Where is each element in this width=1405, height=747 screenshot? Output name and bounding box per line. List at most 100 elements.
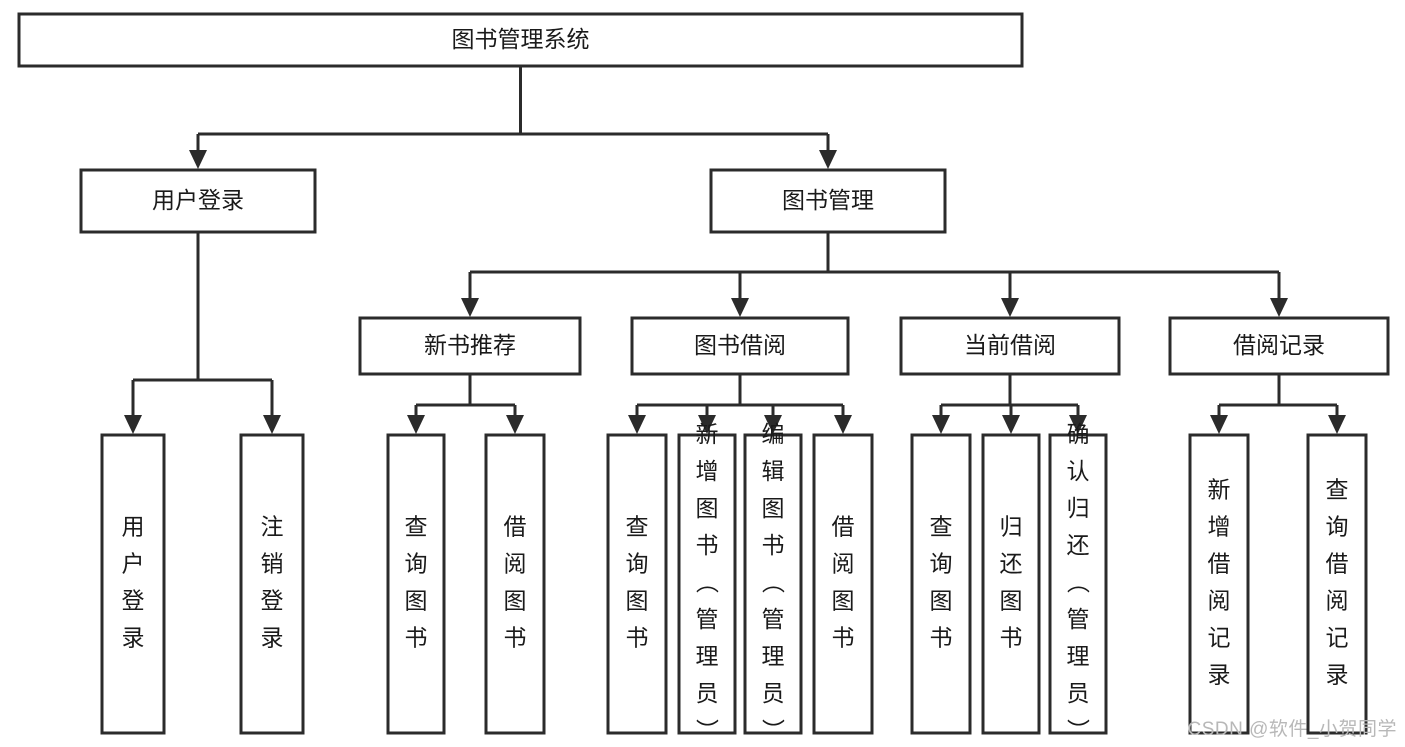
node-label-leaf-add-book-char-7: 员 xyxy=(696,680,719,706)
node-box-leaf-query-book-2 xyxy=(606,433,668,735)
node-box-book-manage xyxy=(709,168,947,234)
node-label-leaf-user-login-char-3: 录 xyxy=(122,625,145,651)
node-label-leaf-query-book-1-char-0: 查 xyxy=(405,514,428,540)
node-label-leaf-add-borrow-record-char-0: 新 xyxy=(1208,477,1231,503)
node-label-leaf-query-book-2-char-1: 询 xyxy=(626,551,649,577)
arrow-head-leaf-query-borrow-record xyxy=(1328,415,1346,434)
node-label-leaf-borrow-book-2-char-2: 图 xyxy=(832,588,855,614)
node-label-leaf-edit-book-char-7: 员 xyxy=(762,680,785,706)
node-label-leaf-return-book-char-2: 图 xyxy=(1000,588,1023,614)
node-label-leaf-edit-book-char-2: 图 xyxy=(762,495,785,521)
node-label-leaf-return-book-char-1: 还 xyxy=(1000,551,1023,577)
node-box-leaf-borrow-book-1 xyxy=(484,433,546,735)
node-label-leaf-user-logout-char-0: 注 xyxy=(261,514,284,540)
node-box-leaf-add-book xyxy=(677,433,737,735)
connector-group-current-borrow xyxy=(932,374,1087,434)
node-box-leaf-query-book-3 xyxy=(910,433,972,735)
node-label-leaf-query-book-2-char-0: 查 xyxy=(626,514,649,540)
node-label-leaf-user-login-char-2: 登 xyxy=(122,588,145,614)
arrow-head-borrow-record xyxy=(1270,298,1288,317)
connector-layer xyxy=(124,66,1346,434)
node-label-leaf-query-borrow-record-char-5: 录 xyxy=(1326,662,1349,688)
node-box-root xyxy=(17,12,1024,68)
node-label-leaf-user-logout-char-3: 录 xyxy=(261,625,284,651)
node-label-leaf-edit-book-char-1: 辑 xyxy=(762,458,785,484)
node-label-leaf-user-logout-char-2: 登 xyxy=(261,588,284,614)
node-label-leaf-add-book-char-5: 管 xyxy=(696,606,719,632)
node-label-leaf-query-borrow-record-char-1: 询 xyxy=(1326,514,1349,540)
node-label-leaf-add-borrow-record-char-4: 记 xyxy=(1208,625,1231,651)
node-new-book-recommend[interactable]: 新书推荐 xyxy=(358,316,582,376)
arrow-head-book-borrow xyxy=(731,298,749,317)
node-label-borrow-record: 借阅记录 xyxy=(1233,332,1325,358)
arrow-head-leaf-add-borrow-record xyxy=(1210,415,1228,434)
arrow-head-leaf-return-book xyxy=(1002,415,1020,434)
watermark-label: CSDN @软件_小贺同学 xyxy=(1187,719,1397,740)
node-label-leaf-borrow-book-2-char-0: 借 xyxy=(832,514,855,540)
node-label-leaf-add-book-char-8: ） xyxy=(694,719,720,742)
node-label-leaf-edit-book-char-8: ） xyxy=(760,719,786,742)
node-label-leaf-add-book-char-4: （ xyxy=(694,571,720,594)
node-label-leaf-return-book-char-0: 归 xyxy=(1000,514,1023,540)
node-label-leaf-borrow-book-2-char-1: 阅 xyxy=(832,551,855,577)
node-label-leaf-query-borrow-record-char-0: 查 xyxy=(1326,477,1349,503)
arrow-head-leaf-edit-book xyxy=(764,415,782,434)
node-label-leaf-add-book-char-3: 书 xyxy=(696,532,719,558)
node-label-leaf-query-book-1-char-3: 书 xyxy=(405,625,428,651)
node-user-login[interactable]: 用户登录 xyxy=(79,168,317,234)
node-leaf-user-login[interactable]: 用户登录 xyxy=(100,433,166,735)
node-label-leaf-query-book-1-char-2: 图 xyxy=(405,588,428,614)
node-label-leaf-confirm-return-char-6: 理 xyxy=(1067,643,1090,669)
arrow-head-leaf-confirm-return xyxy=(1069,415,1087,434)
node-current-borrow[interactable]: 当前借阅 xyxy=(899,316,1121,376)
node-label-leaf-query-book-3-char-0: 查 xyxy=(930,514,953,540)
arrow-head-leaf-borrow-book-2 xyxy=(834,415,852,434)
node-box-new-book-recommend xyxy=(358,316,582,376)
node-box-leaf-return-book xyxy=(981,433,1041,735)
node-label-leaf-query-borrow-record-char-3: 阅 xyxy=(1326,588,1349,614)
node-root[interactable]: 图书管理系统 xyxy=(17,12,1024,68)
arrow-head-book-manage xyxy=(819,150,837,169)
node-label-leaf-user-logout-char-1: 销 xyxy=(261,551,284,577)
node-box-leaf-query-book-1 xyxy=(386,433,446,735)
node-box-user-login xyxy=(79,168,317,234)
node-label-leaf-edit-book-char-6: 理 xyxy=(762,643,785,669)
node-label-leaf-query-book-3-char-2: 图 xyxy=(930,588,953,614)
node-label-current-borrow: 当前借阅 xyxy=(964,332,1056,358)
node-label-leaf-borrow-book-1-char-2: 图 xyxy=(504,588,527,614)
node-label-leaf-confirm-return-char-5: 管 xyxy=(1067,606,1090,632)
connector-group-book-borrow xyxy=(628,374,852,434)
node-box-leaf-edit-book xyxy=(743,433,803,735)
node-label-leaf-confirm-return-char-8: ） xyxy=(1065,719,1091,742)
arrow-head-new-book-recommend xyxy=(461,298,479,317)
node-label-leaf-add-borrow-record-char-1: 增 xyxy=(1208,514,1231,540)
node-label-leaf-query-book-3-char-1: 询 xyxy=(930,551,953,577)
node-label-leaf-borrow-book-2-char-3: 书 xyxy=(832,625,855,651)
node-label-leaf-query-book-2-char-3: 书 xyxy=(626,625,649,651)
node-label-user-login: 用户登录 xyxy=(152,187,244,213)
node-label-leaf-confirm-return-char-7: 员 xyxy=(1067,680,1090,706)
node-label-leaf-query-book-3-char-3: 书 xyxy=(930,625,953,651)
node-book-borrow[interactable]: 图书借阅 xyxy=(630,316,850,376)
arrow-head-user-login xyxy=(189,150,207,169)
node-book-manage[interactable]: 图书管理 xyxy=(709,168,947,234)
node-borrow-record[interactable]: 借阅记录 xyxy=(1168,316,1390,376)
arrow-head-leaf-query-book-2 xyxy=(628,415,646,434)
node-label-leaf-return-book-char-3: 书 xyxy=(1000,625,1023,651)
node-label-leaf-confirm-return-char-2: 归 xyxy=(1067,495,1090,521)
node-box-current-borrow xyxy=(899,316,1121,376)
node-label-leaf-add-borrow-record-char-3: 阅 xyxy=(1208,588,1231,614)
node-label-leaf-edit-book-char-5: 管 xyxy=(762,606,785,632)
